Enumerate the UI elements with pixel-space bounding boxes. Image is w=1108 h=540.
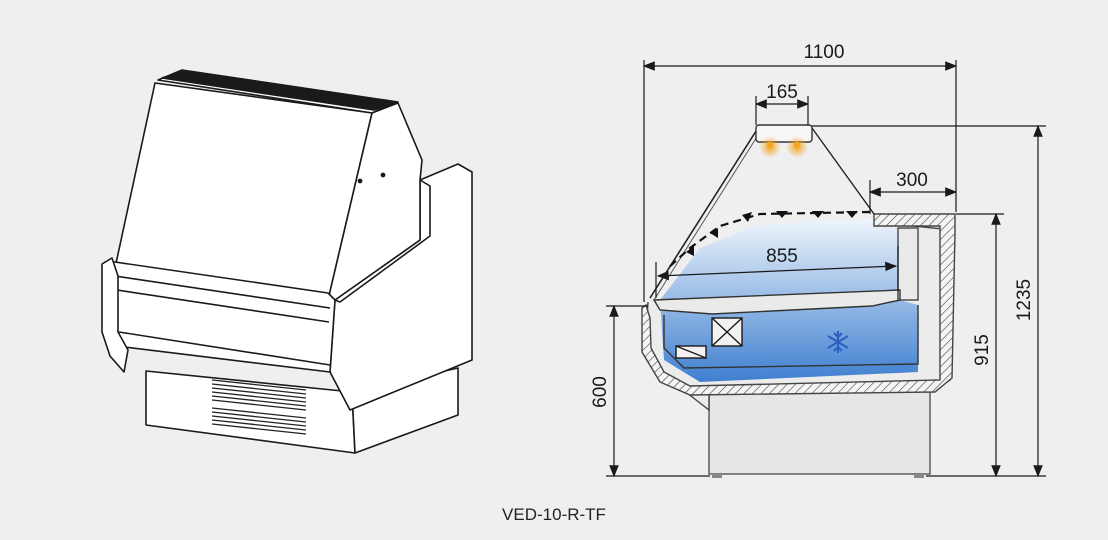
dimension-lines (606, 60, 1046, 478)
airflow-arrows (686, 211, 858, 256)
glass-top (811, 127, 875, 215)
dimension-base-height: 600 (590, 376, 611, 408)
dimension-shelf-depth: 300 (896, 170, 928, 191)
dimension-lamp-width: 165 (766, 82, 798, 103)
vent-grille (211, 379, 307, 435)
model-label: VED-10-R-TF (502, 505, 606, 524)
rear-duct (897, 227, 919, 301)
tank-floor (663, 305, 919, 369)
front-rail-line (114, 275, 331, 309)
air-curtain (667, 210, 871, 269)
end-cap (101, 257, 129, 373)
perspective-view (101, 69, 473, 454)
snowflake-icon (827, 331, 849, 353)
dimension-total-width: 1100 (804, 42, 845, 63)
section-view (606, 60, 1046, 478)
base-stand (708, 389, 931, 475)
display-shelf (652, 289, 901, 315)
insulated-wall (641, 213, 956, 396)
dimension-total-height: 1235 (1014, 279, 1035, 321)
dimension-counter-height: 915 (972, 334, 993, 366)
dimension-inner-depth: 855 (766, 246, 798, 267)
